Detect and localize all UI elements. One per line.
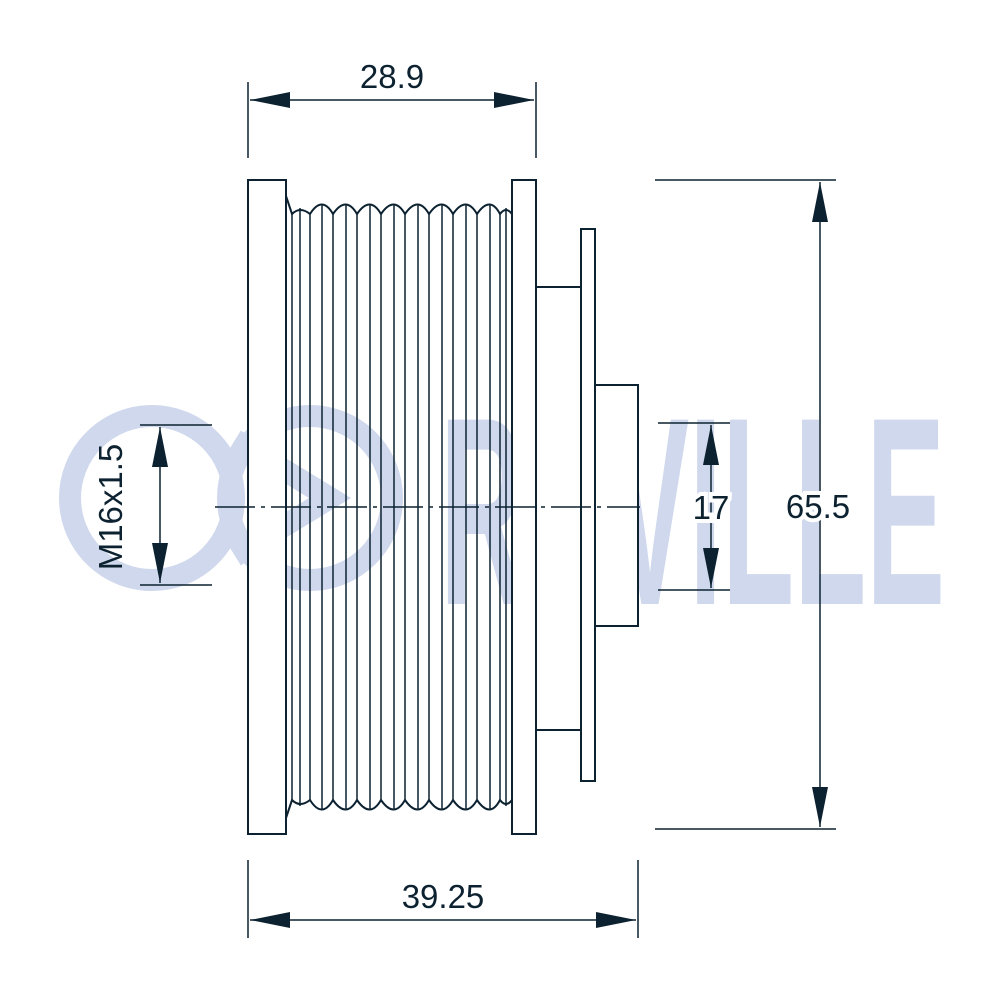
arrow-left-icon: [250, 92, 290, 108]
dimension-hub-diameter: 17: [658, 422, 733, 591]
dimension-thread: M16x1.5: [92, 424, 212, 586]
arrow-down-icon: [703, 548, 719, 588]
dim-label-hub-diameter: 17: [693, 489, 730, 526]
dim-label-thread: M16x1.5: [92, 444, 129, 571]
dim-label-outer-diameter: 65.5: [786, 488, 850, 525]
arrow-up-icon: [812, 182, 828, 222]
dimension-top-width: 28.9: [247, 58, 537, 158]
pulley-body: [215, 179, 640, 835]
arrow-up-icon: [152, 427, 168, 467]
hub-step: [535, 286, 585, 731]
rib-profile-bottom: [285, 798, 513, 819]
arrow-right-icon: [494, 92, 534, 108]
dimension-outer-diameter: 65.5: [655, 179, 854, 830]
rib-profile-top: [285, 195, 513, 216]
arrow-down-icon: [152, 543, 168, 583]
dim-label-bottom-width: 39.25: [402, 878, 485, 915]
washer: [580, 228, 596, 782]
arrow-up-icon: [703, 425, 719, 465]
dim-label-top-width: 28.9: [360, 58, 424, 95]
hub-nose: [594, 384, 639, 627]
dimension-bottom-width: 39.25: [247, 860, 639, 938]
arrow-right-icon: [596, 912, 636, 928]
arrow-down-icon: [812, 787, 828, 827]
arrow-left-icon: [250, 912, 290, 928]
